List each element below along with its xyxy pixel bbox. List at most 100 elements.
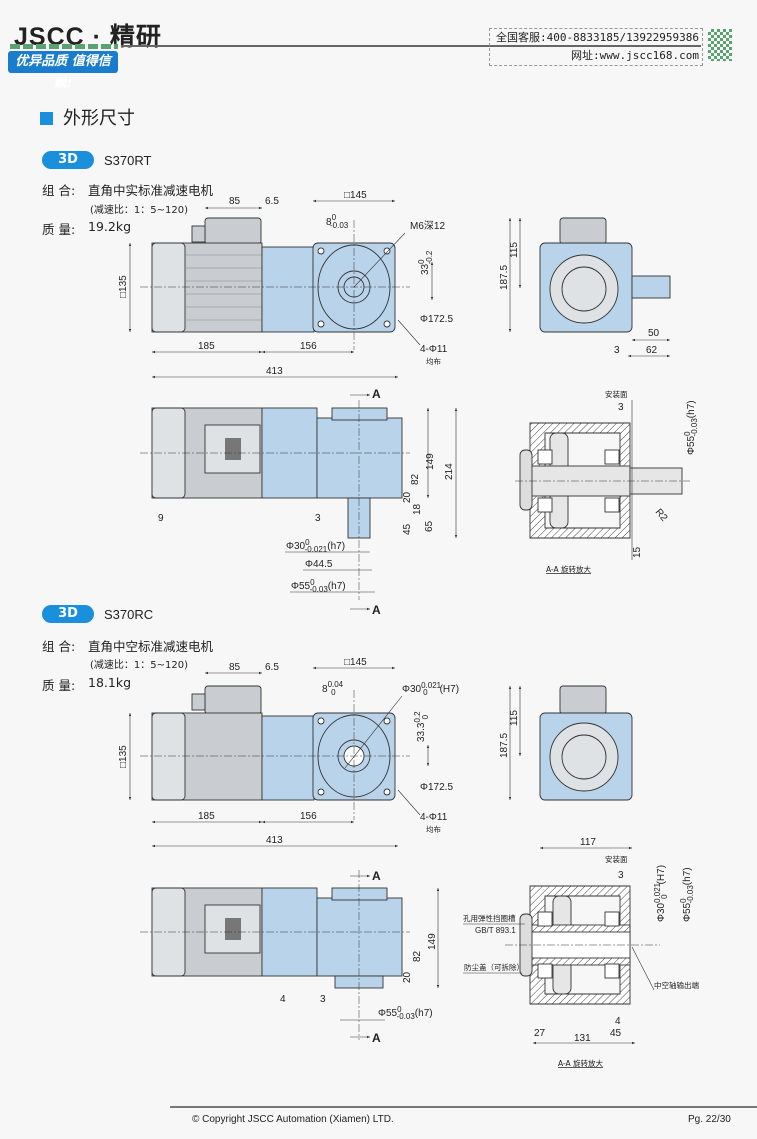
dim-phi55: Φ550-0.03(h7) xyxy=(378,1005,433,1021)
section-title: 外形尺寸 xyxy=(40,104,135,130)
dimension-label: 115 xyxy=(509,710,520,726)
dimension-label: 131 xyxy=(574,1033,591,1044)
top-view-s370rt: A A 149 82 214 20 45 18 65 9 3 Φ300-0.02… xyxy=(140,387,458,617)
dimension-label: 安装面 xyxy=(605,389,628,399)
dimension-label: A-A 旋转放大 xyxy=(558,1058,604,1068)
dim-33: 330-0.2 xyxy=(417,250,434,275)
side-view-s370rt: 115 187.5 50 3 62 xyxy=(499,217,671,358)
dimension-label: 6.5 xyxy=(265,662,279,673)
slogan-banner: 优异品质 值得信赖! xyxy=(8,51,118,91)
combo-label: 组 合: xyxy=(42,183,76,198)
dim-6-5: 6.5 xyxy=(265,196,279,207)
dimension-label: 187.5 xyxy=(499,733,510,758)
section-view-s370rt: 安装面 3 Φ550-0.03(h7) R2 15 A-A 旋转放大 xyxy=(515,389,699,574)
dimension-label: 27 xyxy=(534,1028,546,1039)
copyright: © Copyright JSCC Automation (Xiamen) LTD… xyxy=(192,1114,394,1125)
dimension-label: 防尘盖（可拆除） xyxy=(464,962,524,972)
dimension-label: 149 xyxy=(425,453,436,470)
dimension-label: A-A 旋转放大 xyxy=(546,564,592,574)
side-view-s370rc: 115 187.5 xyxy=(499,685,633,801)
weight-value: 19.2kg xyxy=(88,219,132,234)
dim-phi30: Φ300.0210(H7) xyxy=(653,865,669,922)
dimension-label: 安装面 xyxy=(605,854,628,864)
dimension-label: 187.5 xyxy=(499,265,510,290)
dim-phi55: Φ550-0.03(h7) xyxy=(683,400,699,455)
dimension-label: 孔用弹性挡圈槽 xyxy=(463,913,516,923)
dim-156: 156 xyxy=(300,341,317,352)
dimension-label: A xyxy=(372,1031,381,1045)
dimension-label: 4-Φ11 xyxy=(420,812,448,823)
ratio: (减速比：1：5~120) xyxy=(90,205,188,216)
logo-stripe xyxy=(10,44,118,49)
weight-label: 质 量: xyxy=(42,222,76,237)
dimension-label: □135 xyxy=(118,745,129,768)
dimension-label: 82 xyxy=(412,950,423,962)
3d-badge[interactable]: 3D xyxy=(42,605,94,623)
dimension-label: 4 xyxy=(615,1016,621,1027)
dimension-label: 15 xyxy=(632,546,643,558)
dimension-label: □145 xyxy=(344,657,367,668)
dimension-label: 3 xyxy=(614,345,620,356)
dim-phi55: Φ550-0.03(h7) xyxy=(679,867,695,922)
dim-413: 413 xyxy=(266,366,283,377)
dimension-label: 82 xyxy=(410,473,421,485)
dimension-label: 185 xyxy=(198,811,215,822)
dimension-label: 9 xyxy=(158,513,164,524)
dimension-label: 均布 xyxy=(426,824,441,834)
hotline: 全国客服:400-8833185/13922959386 xyxy=(496,31,699,44)
dimension-label: 214 xyxy=(444,463,455,480)
dimension-label: 3 xyxy=(315,513,321,524)
dimension-label: 50 xyxy=(648,328,660,339)
section-marker: A xyxy=(372,603,381,617)
dim-33-3: 33.30.20 xyxy=(413,711,430,742)
dimension-label: 149 xyxy=(427,933,438,950)
dimension-label: 62 xyxy=(646,345,658,356)
dimension-label: 20 xyxy=(402,971,413,983)
dim-square-145: □145 xyxy=(344,190,367,201)
title-square-icon xyxy=(40,112,53,125)
dimension-label: GB/T 893.1 xyxy=(475,926,516,935)
front-view-s370rt: 85 6.5 □145 80-0.03 M6深12 330-0.2 Φ172.5… xyxy=(118,190,453,379)
model-name: S370RC xyxy=(104,607,154,622)
section-marker: A xyxy=(372,387,381,401)
3d-badge[interactable]: 3D xyxy=(42,151,94,169)
dimension-label: 156 xyxy=(300,811,317,822)
dim-pcd: Φ172.5 xyxy=(420,314,453,325)
dim-holes-note: 均布 xyxy=(426,356,441,366)
dimension-label: 413 xyxy=(266,835,283,846)
model-name: S370RT xyxy=(104,153,152,168)
footer-divider xyxy=(170,1106,757,1108)
weight-value: 18.1kg xyxy=(88,675,132,690)
dimension-label: Φ172.5 xyxy=(420,782,453,793)
section-view-s370rc: 117 安装面 3 Φ300.0210(H7) Φ550-0.03(h7) 孔用… xyxy=(463,837,699,1068)
page-number: Pg. 22/30 xyxy=(688,1114,731,1125)
qr-code-icon xyxy=(708,29,732,61)
dimension-label: 115 xyxy=(509,242,520,258)
dimension-label: A xyxy=(372,869,381,883)
dim-key-width: 80-0.03 xyxy=(326,213,349,230)
dimension-label: 中空轴输出端 xyxy=(654,980,699,990)
dimension-label: 85 xyxy=(229,662,241,673)
combo-value: 直角中实标准减速电机 xyxy=(88,183,214,198)
dimension-label: R2 xyxy=(653,507,670,524)
dim-85: 85 xyxy=(229,196,241,207)
dimension-label: 3 xyxy=(618,870,624,881)
section-title-text: 外形尺寸 xyxy=(63,108,135,129)
dimension-label: 3 xyxy=(618,402,624,413)
dimension-label: 3 xyxy=(320,994,326,1005)
dimension-label: 45 xyxy=(610,1028,622,1039)
top-view-s370rc: A A 149 82 20 4 3 Φ550-0.03(h7) xyxy=(140,869,440,1045)
dimension-label: 65 xyxy=(424,520,435,532)
ratio: (减速比：1：5~120) xyxy=(90,660,188,671)
dim-holes: 4-Φ11 xyxy=(420,344,448,355)
weight-label: 质 量: xyxy=(42,678,76,693)
website-link[interactable]: 网址:www.jscc168.com xyxy=(571,49,699,62)
combo-label: 组 合: xyxy=(42,639,76,654)
dim-phi44-5: Φ44.5 xyxy=(305,559,333,570)
dim-185: 185 xyxy=(198,341,215,352)
dim-square-135: □135 xyxy=(118,275,129,298)
dimension-label: 45 xyxy=(402,523,413,535)
